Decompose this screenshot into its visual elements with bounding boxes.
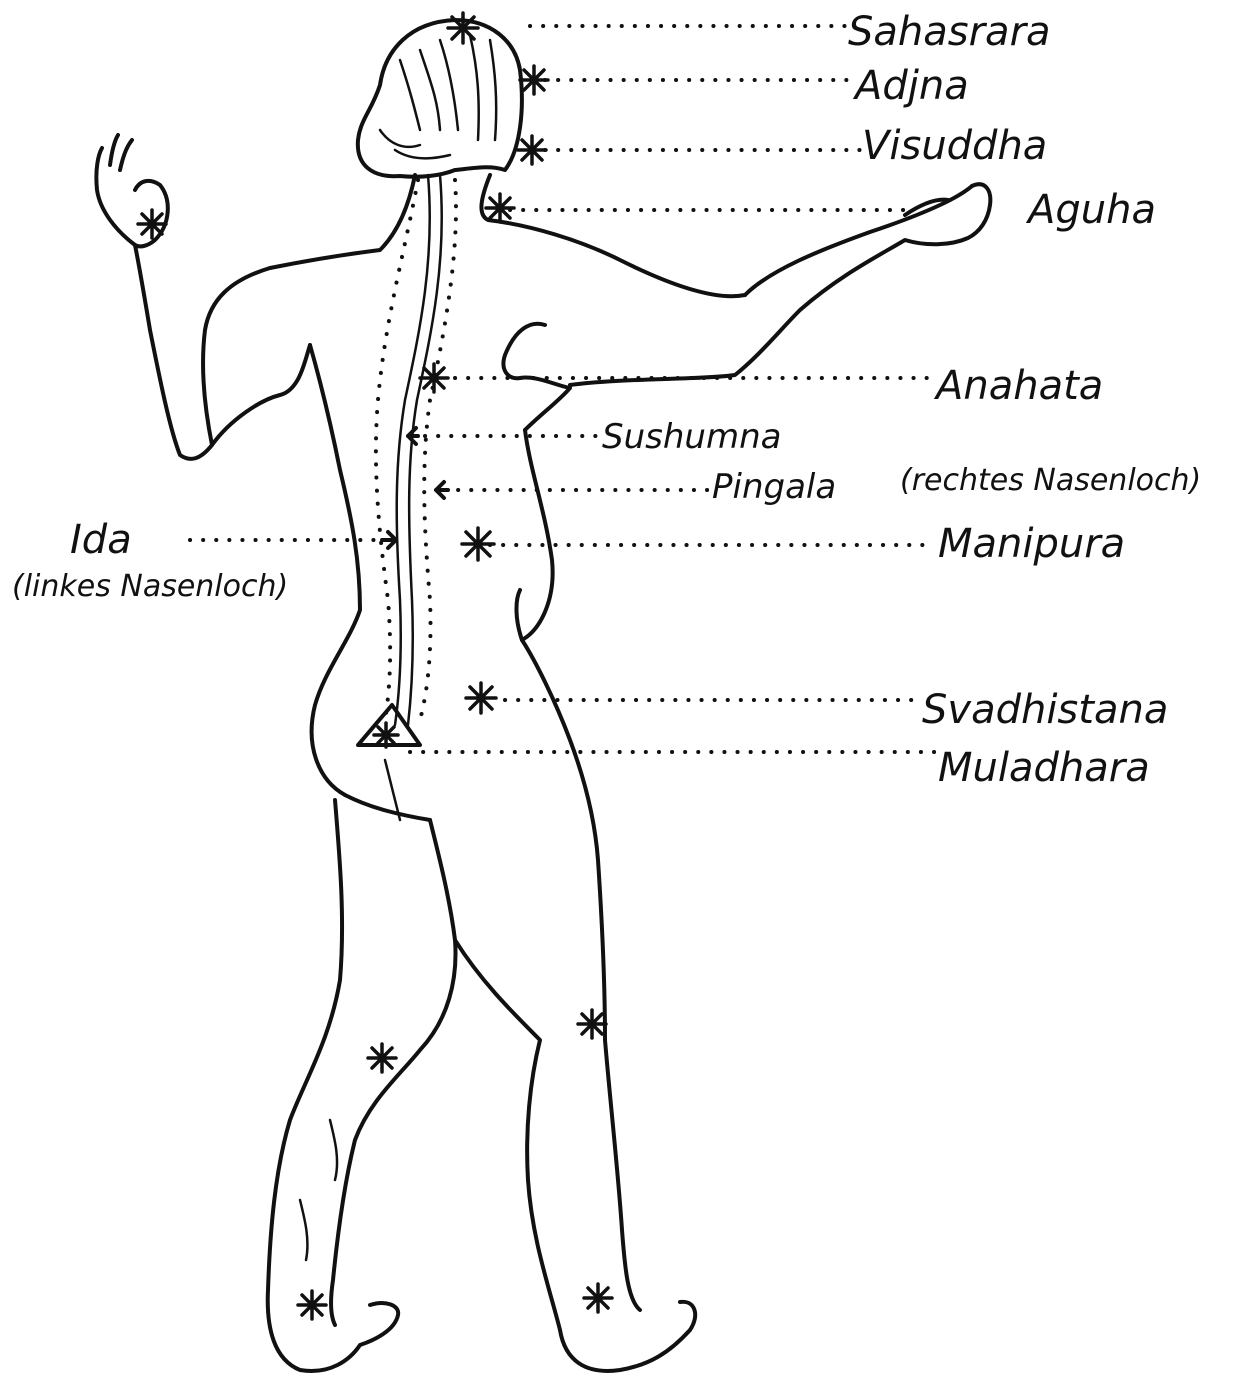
label-ida: Ida <box>70 520 132 560</box>
star-right-knee-icon <box>578 1010 606 1038</box>
star-sahasrara-icon <box>448 13 478 43</box>
spine-channels <box>358 175 456 745</box>
label-adjna: Adjna <box>855 66 969 106</box>
chakra-markers <box>138 13 612 1319</box>
star-muladhara-icon <box>374 723 398 747</box>
star-left-knee-icon <box>368 1044 396 1072</box>
star-right-foot-icon <box>584 1284 612 1312</box>
label-manipura: Manipura <box>938 524 1125 564</box>
star-svadhistana-icon <box>466 683 496 713</box>
label-pingala-note: (rechtes Nasenloch) <box>900 466 1201 496</box>
legs <box>268 800 695 1371</box>
label-anahata: Anahata <box>936 366 1103 406</box>
label-ida-note: (linkes Nasenloch) <box>12 572 288 602</box>
label-svadhistana: Svadhistana <box>922 690 1168 730</box>
label-muladhara: Muladhara <box>938 748 1150 788</box>
star-anahata-icon <box>420 364 448 392</box>
label-aguha: Aguha <box>1028 190 1156 230</box>
arrows <box>382 428 448 548</box>
star-adjna-icon <box>520 66 548 94</box>
star-aguha-icon <box>486 194 514 222</box>
label-sahasrara: Sahasrara <box>848 12 1051 52</box>
star-visuddha-icon <box>518 136 546 164</box>
label-pingala: Pingala <box>712 470 836 504</box>
star-left-foot-icon <box>298 1291 326 1319</box>
star-left-hand-icon <box>138 210 166 238</box>
star-manipura-icon <box>462 528 494 560</box>
head <box>358 20 522 177</box>
leader-lines <box>190 26 935 752</box>
label-sushumna: Sushumna <box>602 420 781 454</box>
label-visuddha: Visuddha <box>862 126 1047 166</box>
